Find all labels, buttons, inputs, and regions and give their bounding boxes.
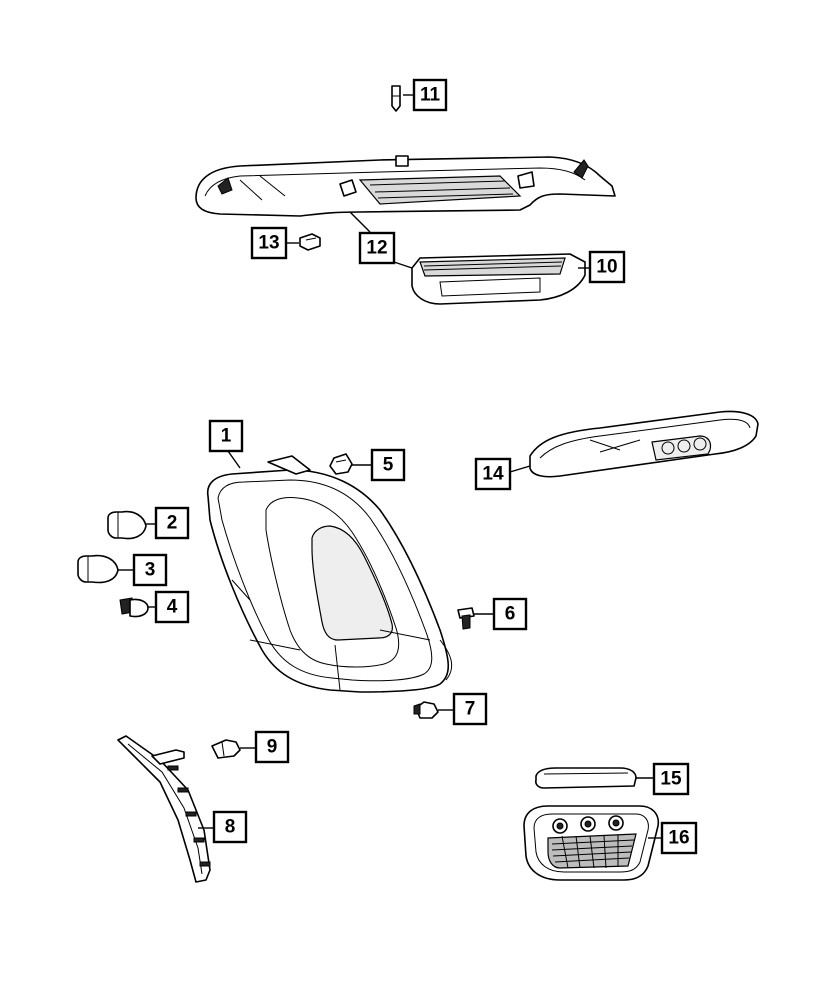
part-7-bulb — [413, 701, 454, 719]
callout-4: 4 — [154, 590, 190, 624]
callout-2: 2 — [154, 506, 190, 540]
part-14-emblem-bar — [509, 410, 759, 478]
grille-mesh — [551, 835, 635, 869]
part-13-clip — [287, 233, 321, 251]
part-15-trim-strip — [535, 767, 654, 789]
part-9-bulb — [211, 739, 256, 759]
callout-5: 5 — [370, 448, 406, 482]
callout-10-label: 10 — [596, 257, 617, 278]
callout-3-label: 3 — [145, 560, 156, 581]
callout-12-label: 12 — [366, 238, 387, 259]
callout-1: 1 — [208, 419, 244, 453]
callout-13: 13 — [250, 226, 288, 260]
callout-2-label: 2 — [167, 513, 178, 534]
part-4-socket — [119, 597, 156, 618]
callout-7-label: 7 — [465, 699, 476, 720]
callout-16-label: 16 — [668, 828, 689, 849]
part-12-trim-panel — [195, 155, 616, 233]
callout-12: 12 — [358, 231, 396, 265]
callout-14: 14 — [474, 457, 512, 491]
callout-15: 15 — [652, 762, 690, 796]
callout-9: 9 — [254, 730, 290, 764]
callout-11-label: 11 — [420, 85, 441, 106]
callout-13-label: 13 — [258, 233, 279, 254]
callout-14-label: 14 — [482, 464, 504, 485]
callout-10: 10 — [588, 250, 626, 284]
part-5-nut — [329, 453, 372, 475]
callout-5-label: 5 — [383, 455, 394, 476]
part-6-screw — [457, 607, 494, 630]
part-10-lamp-housing — [393, 253, 590, 305]
part-2-bulb — [107, 510, 156, 540]
callout-3: 3 — [132, 553, 168, 587]
callout-7: 7 — [452, 692, 488, 726]
part-3-bulb — [77, 554, 134, 584]
callout-6: 6 — [492, 597, 528, 631]
callout-16: 16 — [660, 821, 698, 855]
part-11-bulb — [391, 85, 414, 112]
callout-1-label: 1 — [221, 426, 232, 447]
callout-4-label: 4 — [167, 597, 178, 618]
callout-11: 11 — [412, 78, 448, 112]
part-16-grille — [523, 805, 662, 881]
callout-9-label: 9 — [267, 737, 278, 758]
part-8-side-marker — [117, 735, 214, 883]
callout-6-label: 6 — [505, 604, 516, 625]
callout-8: 8 — [212, 810, 248, 844]
callout-15-label: 15 — [660, 769, 682, 790]
callout-8-label: 8 — [225, 817, 236, 838]
part-1-tail-lamp — [206, 450, 453, 693]
